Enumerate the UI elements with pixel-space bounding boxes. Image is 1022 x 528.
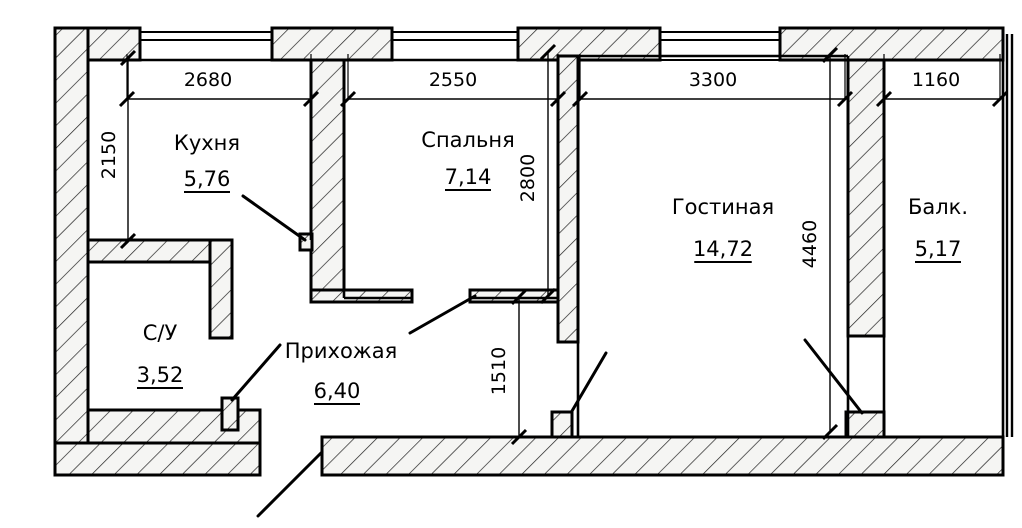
- dimension-label-dim-bedroom-width: 2550: [429, 69, 477, 91]
- room-name-balcony: Балк.: [908, 195, 968, 219]
- dimension-label-dim-hall-height: 1510: [488, 347, 510, 395]
- dimension-dim-hall-height: [510, 288, 528, 446]
- room-name-bathroom: С/У: [143, 321, 178, 345]
- wall-bedroom-living: [556, 54, 580, 344]
- balcony-glazing: [1005, 34, 1014, 437]
- dimension-dim-living-width: [571, 54, 854, 108]
- wall-bottom-left-ext2: [53, 441, 262, 477]
- dimension-dim-kitchen-width: [118, 54, 320, 108]
- wall-exterior-left: [53, 26, 90, 445]
- window-living: [660, 31, 780, 61]
- room-area-hallway: 6,40: [314, 379, 361, 403]
- outline-living: [576, 54, 850, 437]
- dimension-dim-kitchen-height: [119, 49, 137, 250]
- dimension-label-dim-kitchen-height: 2150: [98, 131, 120, 179]
- dimension-line-group: [118, 43, 1009, 446]
- room-area-livingroom: 14,72: [693, 237, 753, 261]
- room-name-livingroom: Гостиная: [672, 195, 774, 219]
- outline-bedroom: [342, 58, 558, 300]
- dimension-dim-bedroom-height: [539, 43, 557, 305]
- wall-living-balcony: [846, 58, 886, 338]
- dimension-dim-balcony-width: [875, 54, 1009, 108]
- wall-bath-door-jamb: [220, 396, 240, 432]
- outline-balcony: [882, 58, 1005, 439]
- room-text-group: Кухня 5,76С/У 3,52 Прихожая 6,40 Спальня 7,14Г…: [137, 128, 968, 405]
- room-area-balcony: 5,17: [915, 237, 962, 261]
- window-bedroom: [392, 31, 518, 61]
- dimension-label-dim-bedroom-height: 2800: [517, 154, 539, 202]
- dimension-dim-living-height: [821, 46, 839, 441]
- room-area-bedroom: 7,14: [445, 165, 492, 189]
- wall-group: [53, 26, 1005, 477]
- window-kitchen: [140, 31, 272, 61]
- dimension-label-dim-kitchen-width: 2680: [184, 69, 232, 91]
- leader-hall-door: [408, 294, 477, 335]
- wall-exterior-bottom-main: [320, 435, 1005, 477]
- room-area-kitchen: 5,76: [184, 167, 231, 191]
- leader-living-door: [570, 351, 608, 413]
- wall-top-pier-1: [270, 26, 394, 62]
- room-area-bathroom: 3,52: [137, 363, 184, 387]
- wall-kitchen-bottom: [309, 288, 414, 304]
- wall-bath-right: [208, 238, 234, 340]
- leader-balcony-door: [803, 338, 864, 415]
- room-name-bedroom: Спальня: [421, 128, 514, 152]
- dimension-dim-bedroom-width: [339, 54, 567, 108]
- dimension-label-dim-living-height: 4460: [799, 220, 821, 268]
- wall-bottom-jamb-1: [550, 410, 574, 439]
- room-name-hallway: Прихожая: [285, 339, 397, 363]
- wall-bottom-jamb-2: [844, 410, 886, 439]
- leader-line-group: [230, 194, 864, 518]
- room-name-kitchen: Кухня: [174, 131, 240, 155]
- dimension-label-dim-balcony-width: 1160: [912, 69, 960, 91]
- dimension-label-dim-living-width: 3300: [689, 69, 737, 91]
- outline-bathroom: [86, 260, 222, 412]
- leader-entrance: [256, 450, 324, 518]
- dimension-text-group: 2680 2550 3300 1160 2150 2800 4460 1510: [98, 69, 960, 395]
- leader-bath-door: [230, 343, 282, 402]
- leader-kitchen-door: [241, 194, 307, 242]
